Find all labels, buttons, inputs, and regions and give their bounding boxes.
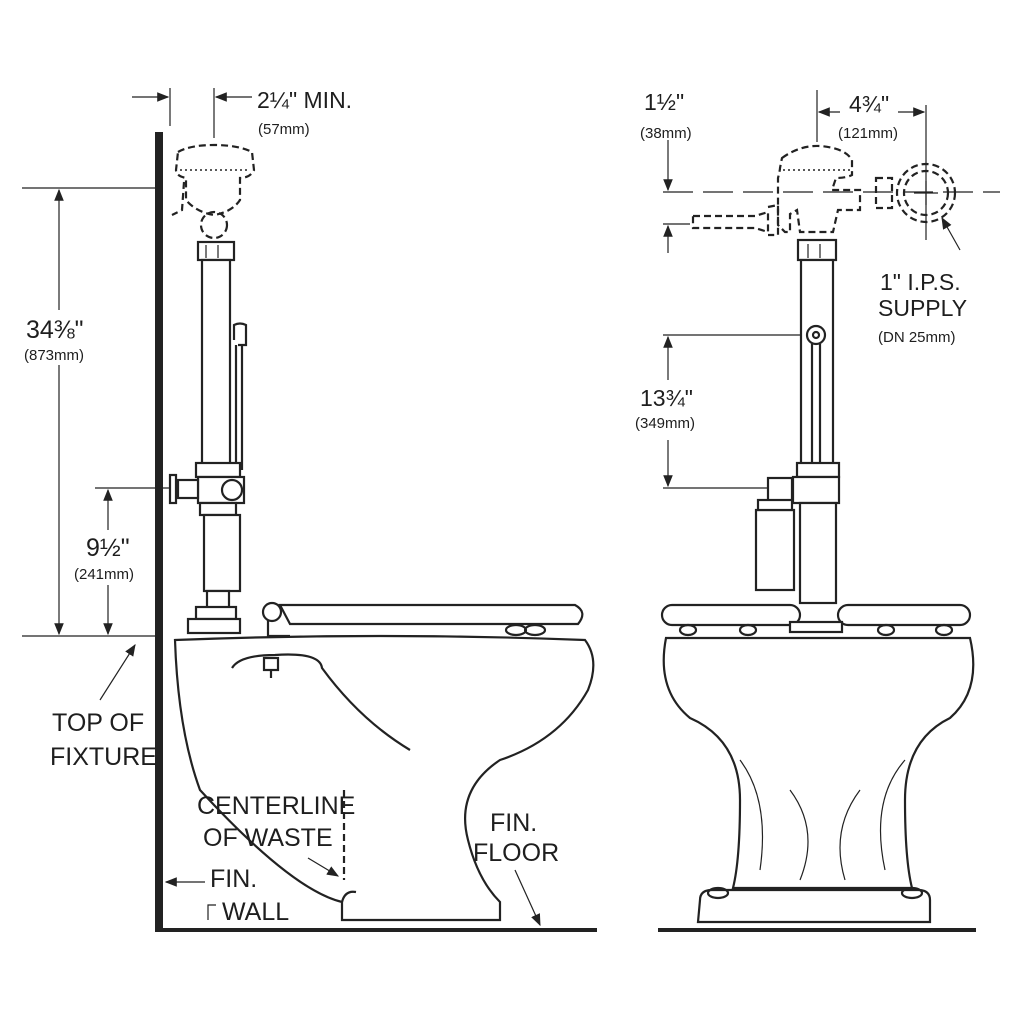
clearance-dimension: 2¼" MIN. (57mm)	[132, 87, 352, 138]
front-flush-valve	[691, 144, 957, 605]
height-total-label: 34⅜"	[26, 316, 84, 344]
offset-vertical-label: 1½"	[644, 89, 684, 115]
fin-wall-label-line2: WALL	[222, 898, 289, 926]
offset-horizontal-metric: (121mm)	[838, 125, 898, 142]
supply-label-line1: 1" I.P.S.	[880, 269, 961, 295]
top-of-fixture-label-line2: FIXTURE	[50, 743, 157, 771]
height-total-metric: (873mm)	[24, 347, 84, 364]
height-stop-metric: (241mm)	[74, 566, 134, 583]
height-total-dimension: 34⅜" (873mm)	[22, 187, 155, 637]
centerline-label-line2: OF WASTE	[203, 824, 333, 852]
clearance-metric: (57mm)	[258, 121, 310, 138]
finished-wall	[155, 132, 163, 932]
height-stop-dimension: 9½" (241mm)	[74, 487, 170, 636]
top-of-fixture-label-line1: TOP OF	[52, 709, 144, 737]
offset-horizontal-dimension: 4¾" (121mm)	[816, 90, 927, 240]
centerline-label-line1: CENTERLINE	[197, 792, 355, 820]
supply-label-line3: (DN 25mm)	[878, 329, 956, 346]
flush-valve-body	[168, 143, 256, 635]
fin-wall-label-line1: FIN.	[210, 865, 257, 893]
offset-vertical-metric: (38mm)	[640, 125, 692, 142]
clearance-label: 2¼" MIN.	[257, 87, 352, 113]
height-handle-dimension: 13¾" (349mm)	[635, 334, 800, 489]
toilet-side-profile	[173, 601, 595, 922]
side-view: 2¼" MIN. (57mm)	[22, 87, 597, 932]
height-handle-metric: (349mm)	[635, 415, 695, 432]
fin-floor-label-line1: FIN.	[490, 809, 537, 837]
offset-vertical-dimension: 1½" (38mm)	[640, 89, 1000, 253]
height-stop-label: 9½"	[86, 534, 130, 562]
supply-label-line2: SUPPLY	[878, 295, 967, 321]
fin-floor-label-line2: FLOOR	[473, 839, 559, 867]
front-view: 1½" (38mm) 4¾" (121mm)	[635, 89, 1000, 932]
offset-horizontal-label: 4¾"	[849, 91, 889, 117]
height-handle-label: 13¾"	[640, 385, 693, 411]
toilet-front-profile	[660, 603, 975, 924]
